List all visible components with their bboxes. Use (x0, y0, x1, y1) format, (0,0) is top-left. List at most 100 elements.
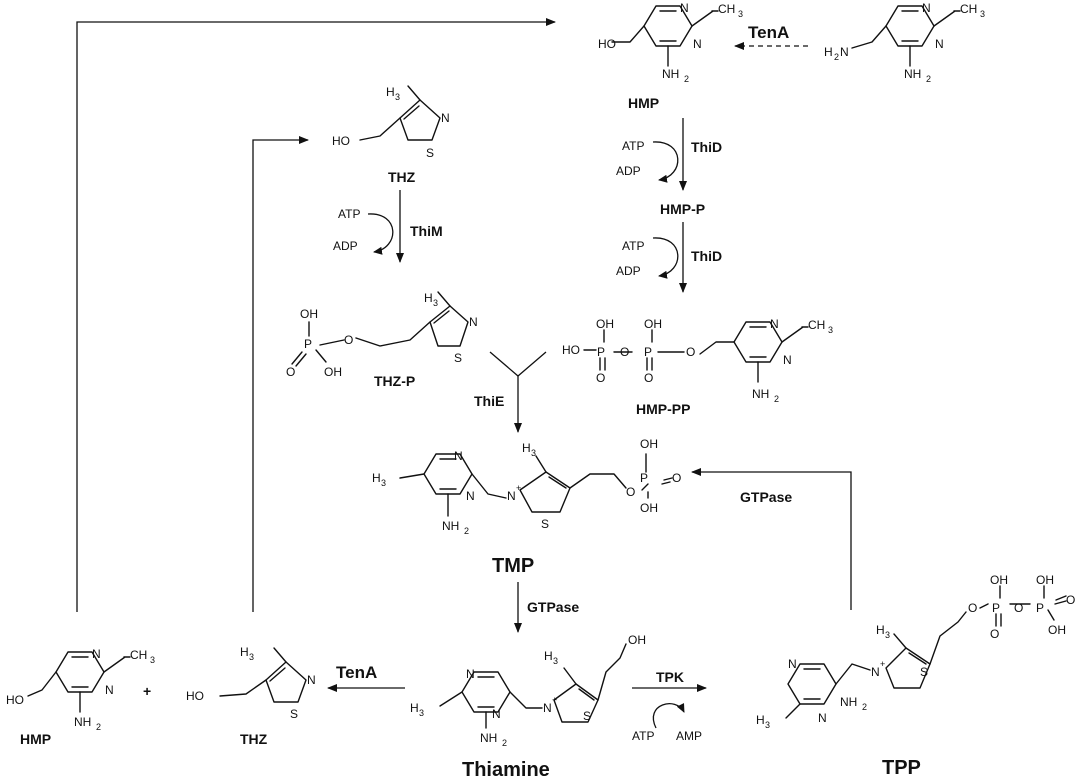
thz-p-structure: H 3 N S O P OH O OH (286, 291, 478, 379)
atom-o: O (968, 601, 977, 615)
atom-ho: HO (6, 693, 24, 707)
enzyme-tpk: TPK (656, 669, 684, 685)
atom-nh2-sub: 2 (464, 526, 469, 536)
atom-n: N (92, 647, 101, 661)
enzyme-thid-1: ThiD (691, 139, 722, 155)
atom-plus: + (880, 659, 885, 669)
atom-s: S (541, 517, 549, 531)
enzyme-gtpase-tpp: GTPase (740, 489, 792, 505)
atom-ho: HO (598, 37, 616, 51)
atom-o: O (596, 371, 605, 385)
atom-ho: HO (332, 134, 350, 148)
atom-n: N (770, 317, 779, 331)
atom-p: P (1036, 601, 1044, 615)
atom-ch3-sub: 3 (828, 325, 833, 335)
atom-n: N (454, 449, 463, 463)
atom-h3c-sub: 3 (553, 656, 558, 666)
atom-n-plus: N (871, 665, 880, 679)
atom-ch3-sub: 3 (738, 9, 743, 19)
atom-n: N (307, 673, 316, 687)
atom-ch3: CH (808, 318, 825, 332)
atom-plus: + (552, 695, 557, 705)
cofactor-atp: ATP (622, 239, 644, 253)
atom-h2n: H (824, 45, 833, 59)
atom-o: O (626, 485, 635, 499)
atom-h3c-sub: 3 (531, 448, 536, 458)
atom-nh2: NH (442, 519, 459, 533)
atom-s: S (454, 351, 462, 365)
atom-nh2-sub: 2 (774, 394, 779, 404)
tpp-structure: N N H 3 NH 2 N + S H 3 O P O P OH OH O O… (756, 573, 1075, 730)
atom-h3c: H (424, 291, 433, 305)
cofactor-atp: ATP (632, 729, 654, 743)
atom-h3c: H (756, 713, 765, 727)
atom-s: S (920, 665, 928, 679)
atp-adp-curve-thid-2 (652, 237, 679, 279)
atom-o: O (672, 471, 681, 485)
atom-ch3-sub: 3 (150, 655, 155, 665)
atom-oh: OH (640, 501, 658, 515)
atom-n: N (466, 667, 475, 681)
atp-adp-curve-thim (367, 213, 394, 255)
label-tpp: TPP (882, 757, 921, 779)
atom-nh2-sub: 2 (926, 74, 931, 84)
atom-h3c-sub: 3 (249, 652, 254, 662)
atom-ch3: CH (718, 2, 735, 16)
plus-sign: + (143, 683, 151, 699)
atom-n: N (783, 353, 792, 367)
label-hmp-top: HMP (628, 95, 659, 111)
label-hmp-bottom: HMP (20, 731, 51, 747)
thz-bottom-structure: H 3 N S HO (186, 645, 316, 721)
atom-n: N (441, 111, 450, 125)
atom-oh: OH (640, 437, 658, 451)
atom-oh: OH (628, 633, 646, 647)
label-thz-p: THZ-P (374, 373, 415, 389)
thie-merge-lines (489, 351, 547, 377)
atom-ch3-sub: 3 (980, 9, 985, 19)
atom-p: P (597, 345, 605, 359)
atom-h3c: H (410, 701, 419, 715)
atom-nh2: NH (752, 387, 769, 401)
atom-o: O (344, 333, 353, 347)
cofactor-atp: ATP (622, 139, 644, 153)
atom-s: S (426, 146, 434, 160)
atom-n: N (788, 657, 797, 671)
atom-o: O (644, 371, 653, 385)
hmp-bottom-structure: N N CH 3 HO NH 2 (6, 647, 155, 732)
atom-nh2-sub: 2 (96, 722, 101, 732)
atom-ho: HO (186, 689, 204, 703)
atom-oh: OH (1036, 573, 1054, 587)
tpp-to-tmp-arrow (691, 468, 852, 610)
enzyme-thim: ThiM (410, 223, 443, 239)
atom-n: N (935, 37, 944, 51)
thz-top-structure: H 3 N S HO (332, 85, 450, 160)
atp-amp-curve-tpk (652, 703, 685, 729)
atom-p: P (304, 337, 312, 351)
atom-o: O (1066, 593, 1075, 607)
atom-n: N (818, 711, 827, 725)
enzyme-tena-bottom: TenA (336, 663, 377, 682)
cofactor-adp: ADP (616, 164, 641, 178)
atom-nh2: NH (840, 695, 857, 709)
recycle-thz-arrow (252, 136, 309, 612)
atom-h3c-sub: 3 (381, 478, 386, 488)
enzyme-thid-2: ThiD (691, 248, 722, 264)
atom-h3c: H (372, 471, 381, 485)
atom-p: P (644, 345, 652, 359)
enzyme-tena-top: TenA (748, 23, 789, 42)
atom-nh2: NH (662, 67, 679, 81)
label-tmp: TMP (492, 555, 534, 577)
atom-h3c: H (522, 441, 531, 455)
cofactor-adp: ADP (616, 264, 641, 278)
atom-ho: HO (562, 343, 580, 357)
atom-oh: OH (596, 317, 614, 331)
atom-o: O (620, 345, 629, 359)
atom-n: N (466, 489, 475, 503)
label-thz-bottom: THZ (240, 731, 268, 747)
enzyme-gtpase-tmp: GTPase (527, 599, 579, 615)
atom-o: O (990, 627, 999, 641)
atom-h3c-sub: 3 (765, 720, 770, 730)
enzyme-thie: ThiE (474, 393, 504, 409)
atom-nh2: NH (480, 731, 497, 745)
